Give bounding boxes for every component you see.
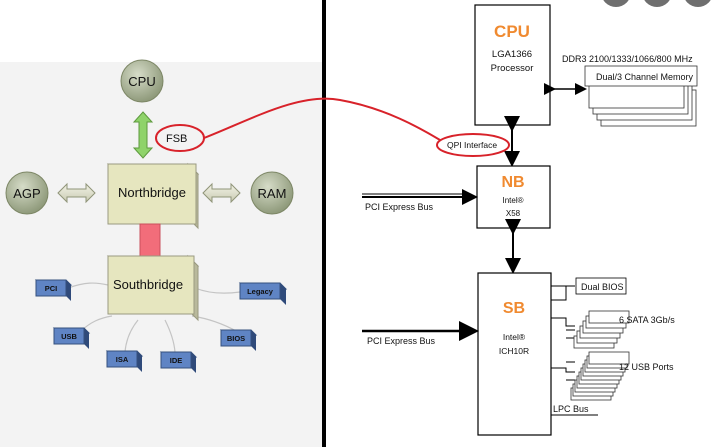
lpc-label: LPC Bus xyxy=(553,404,589,414)
nb-model: X58 xyxy=(506,209,521,218)
qpi-highlight-circle xyxy=(436,133,510,157)
pcie-nb-bus xyxy=(362,189,478,205)
vertical-divider xyxy=(322,0,326,447)
bios-slot: BIOS xyxy=(219,329,258,351)
fsb-qpi-connector xyxy=(203,97,441,141)
nb-title: NB xyxy=(501,174,524,191)
ram-sphere: RAM xyxy=(250,171,294,215)
usb-ports-label: 12 USB Ports xyxy=(619,362,674,372)
legacy-label: Legacy xyxy=(247,287,274,296)
northbridge-chip: Northbridge xyxy=(106,162,200,230)
sb-vendor: Intel® xyxy=(503,332,526,342)
corner-circle-3 xyxy=(685,0,711,7)
pci-label: PCI xyxy=(45,284,58,293)
isa-label: ISA xyxy=(116,355,129,364)
sata-stack xyxy=(573,310,630,349)
usb-label: USB xyxy=(61,332,77,341)
cpu-title: CPU xyxy=(494,22,530,41)
ddr3-label: DDR3 2100/1333/1066/800 MHz xyxy=(562,54,693,64)
corner-circle-2 xyxy=(644,0,670,7)
dual-bios-label: Dual BIOS xyxy=(581,282,624,292)
nb-box: NB Intel® X58 xyxy=(476,165,551,229)
southbridge-chip: Southbridge xyxy=(106,254,200,322)
ram-label: RAM xyxy=(258,186,287,201)
sb-model: ICH10R xyxy=(499,346,529,356)
ide-slot: IDE xyxy=(159,351,198,373)
dual-bios-box xyxy=(575,277,627,295)
qpi-label: QPI Interface xyxy=(447,140,497,150)
nb-vendor: Intel® xyxy=(502,196,523,205)
memory-stack: Dual/3 Channel Memory xyxy=(584,65,698,127)
pcie-nb-label: PCI Express Bus xyxy=(365,202,434,212)
cpu-socket: LGA1366 xyxy=(492,49,532,60)
agp-arrow xyxy=(57,182,96,204)
cpu-sphere: CPU xyxy=(120,59,164,103)
northbridge-label: Northbridge xyxy=(118,185,186,200)
usb-slot: USB xyxy=(52,327,91,349)
southbridge-label: Southbridge xyxy=(113,277,183,292)
legacy-slot: Legacy xyxy=(238,282,288,305)
cpu-label: CPU xyxy=(128,74,155,89)
isa-slot: ISA xyxy=(105,350,144,372)
pcie-sb-label: PCI Express Bus xyxy=(367,336,436,346)
bridge-link xyxy=(139,223,161,257)
sb-title: SB xyxy=(503,300,525,317)
usb-stack xyxy=(570,351,630,401)
agp-sphere: AGP xyxy=(5,171,49,215)
memory-label: Dual/3 Channel Memory xyxy=(596,72,694,82)
fsb-label: FSB xyxy=(166,133,187,145)
sb-output-links xyxy=(551,285,575,381)
cpu-box: CPU LGA1366 Processor xyxy=(474,4,551,126)
sata-label: 6 SATA 3Gb/s xyxy=(619,315,675,325)
left-panel-bg xyxy=(0,62,322,447)
fsb-arrow xyxy=(132,111,154,159)
ram-arrow xyxy=(202,182,241,204)
pci-slot: PCI xyxy=(34,279,73,301)
corner-circle-1 xyxy=(603,0,629,7)
bios-label: BIOS xyxy=(227,334,245,343)
agp-label: AGP xyxy=(13,186,40,201)
sb-box: SB Intel® ICH10R xyxy=(477,272,552,436)
cpu-processor: Processor xyxy=(491,63,534,74)
ide-label: IDE xyxy=(170,356,183,365)
